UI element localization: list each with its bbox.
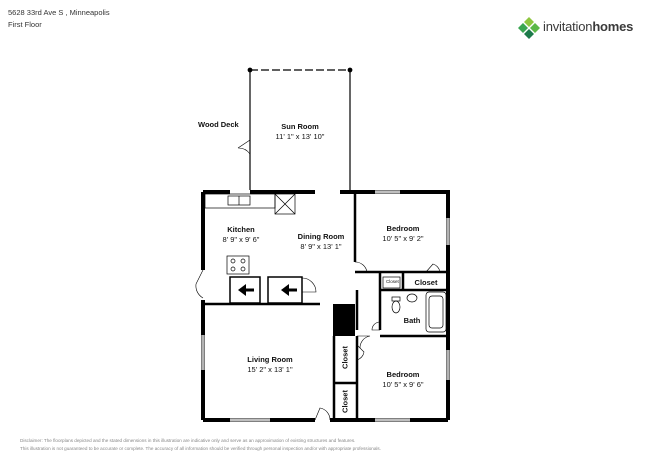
- bedroom-2-name: Bedroom: [386, 370, 420, 379]
- kitchen-label: Kitchen 8' 9" x 9' 6": [215, 225, 267, 244]
- bedroom-1-dims: 10' 5" x 9' 2": [382, 233, 424, 243]
- living-room-dims: 15' 2" x 13' 1": [247, 364, 293, 374]
- bedroom-2-dims: 10' 5" x 9' 6": [382, 379, 424, 389]
- sun-room-name: Sun Room: [281, 122, 319, 131]
- bath-name: Bath: [403, 316, 421, 325]
- floor-label: First Floor: [8, 20, 42, 29]
- closet-2-label: Closet: [340, 346, 350, 369]
- sun-room-label: Sun Room 11' 1" x 13' 10": [270, 122, 330, 141]
- wood-deck-label: Wood Deck: [198, 120, 239, 130]
- kitchen-name: Kitchen: [227, 225, 255, 234]
- bedroom-2-label: Bedroom 10' 5" x 9' 6": [374, 370, 432, 389]
- closet-1-label: Closet: [411, 278, 441, 288]
- sun-room-walls: [247, 67, 353, 190]
- disclaimer-line-1: Disclaimer: The floorplans depicted and …: [20, 438, 356, 443]
- stairs: [229, 276, 303, 304]
- brand-text-light: invitation: [543, 19, 593, 34]
- chimney-block: [333, 304, 355, 336]
- bath-fixtures: [382, 276, 447, 333]
- dining-room-label: Dining Room 8' 9" x 13' 1": [290, 232, 352, 251]
- deck-door-swing: [237, 139, 251, 155]
- brand-text-bold: homes: [592, 19, 634, 34]
- kitchen-counter: [204, 193, 296, 215]
- invitation-homes-diamond-icon: [518, 17, 540, 39]
- brand-wordmark: invitationhomes: [543, 19, 633, 34]
- kitchen-stove: [226, 255, 250, 275]
- dining-room-dims: 8' 9" x 13' 1": [300, 241, 342, 251]
- small-closet-label: Closet: [386, 279, 399, 284]
- sun-room-dims: 11' 1" x 13' 10": [275, 131, 325, 141]
- living-room-name: Living Room: [247, 355, 293, 364]
- address-text: 5628 33rd Ave S , Minneapolis: [8, 8, 110, 17]
- closet-3-label: Closet: [340, 390, 350, 413]
- door-swings: [195, 261, 441, 421]
- living-room-label: Living Room 15' 2" x 13' 1": [240, 355, 300, 374]
- bedroom-1-name: Bedroom: [386, 224, 420, 233]
- bedroom-1-label: Bedroom 10' 5" x 9' 2": [374, 224, 432, 243]
- wood-deck-name: Wood Deck: [198, 120, 239, 129]
- dining-room-name: Dining Room: [297, 232, 345, 241]
- closet-1-name: Closet: [414, 278, 438, 287]
- disclaimer-line-2: This illustration is not guaranteed to b…: [20, 446, 381, 451]
- stair-arrows: [238, 284, 297, 296]
- kitchen-dims: 8' 9" x 9' 6": [222, 234, 260, 244]
- bath-label: Bath: [398, 316, 426, 326]
- brand-logo: invitationhomes: [517, 15, 642, 43]
